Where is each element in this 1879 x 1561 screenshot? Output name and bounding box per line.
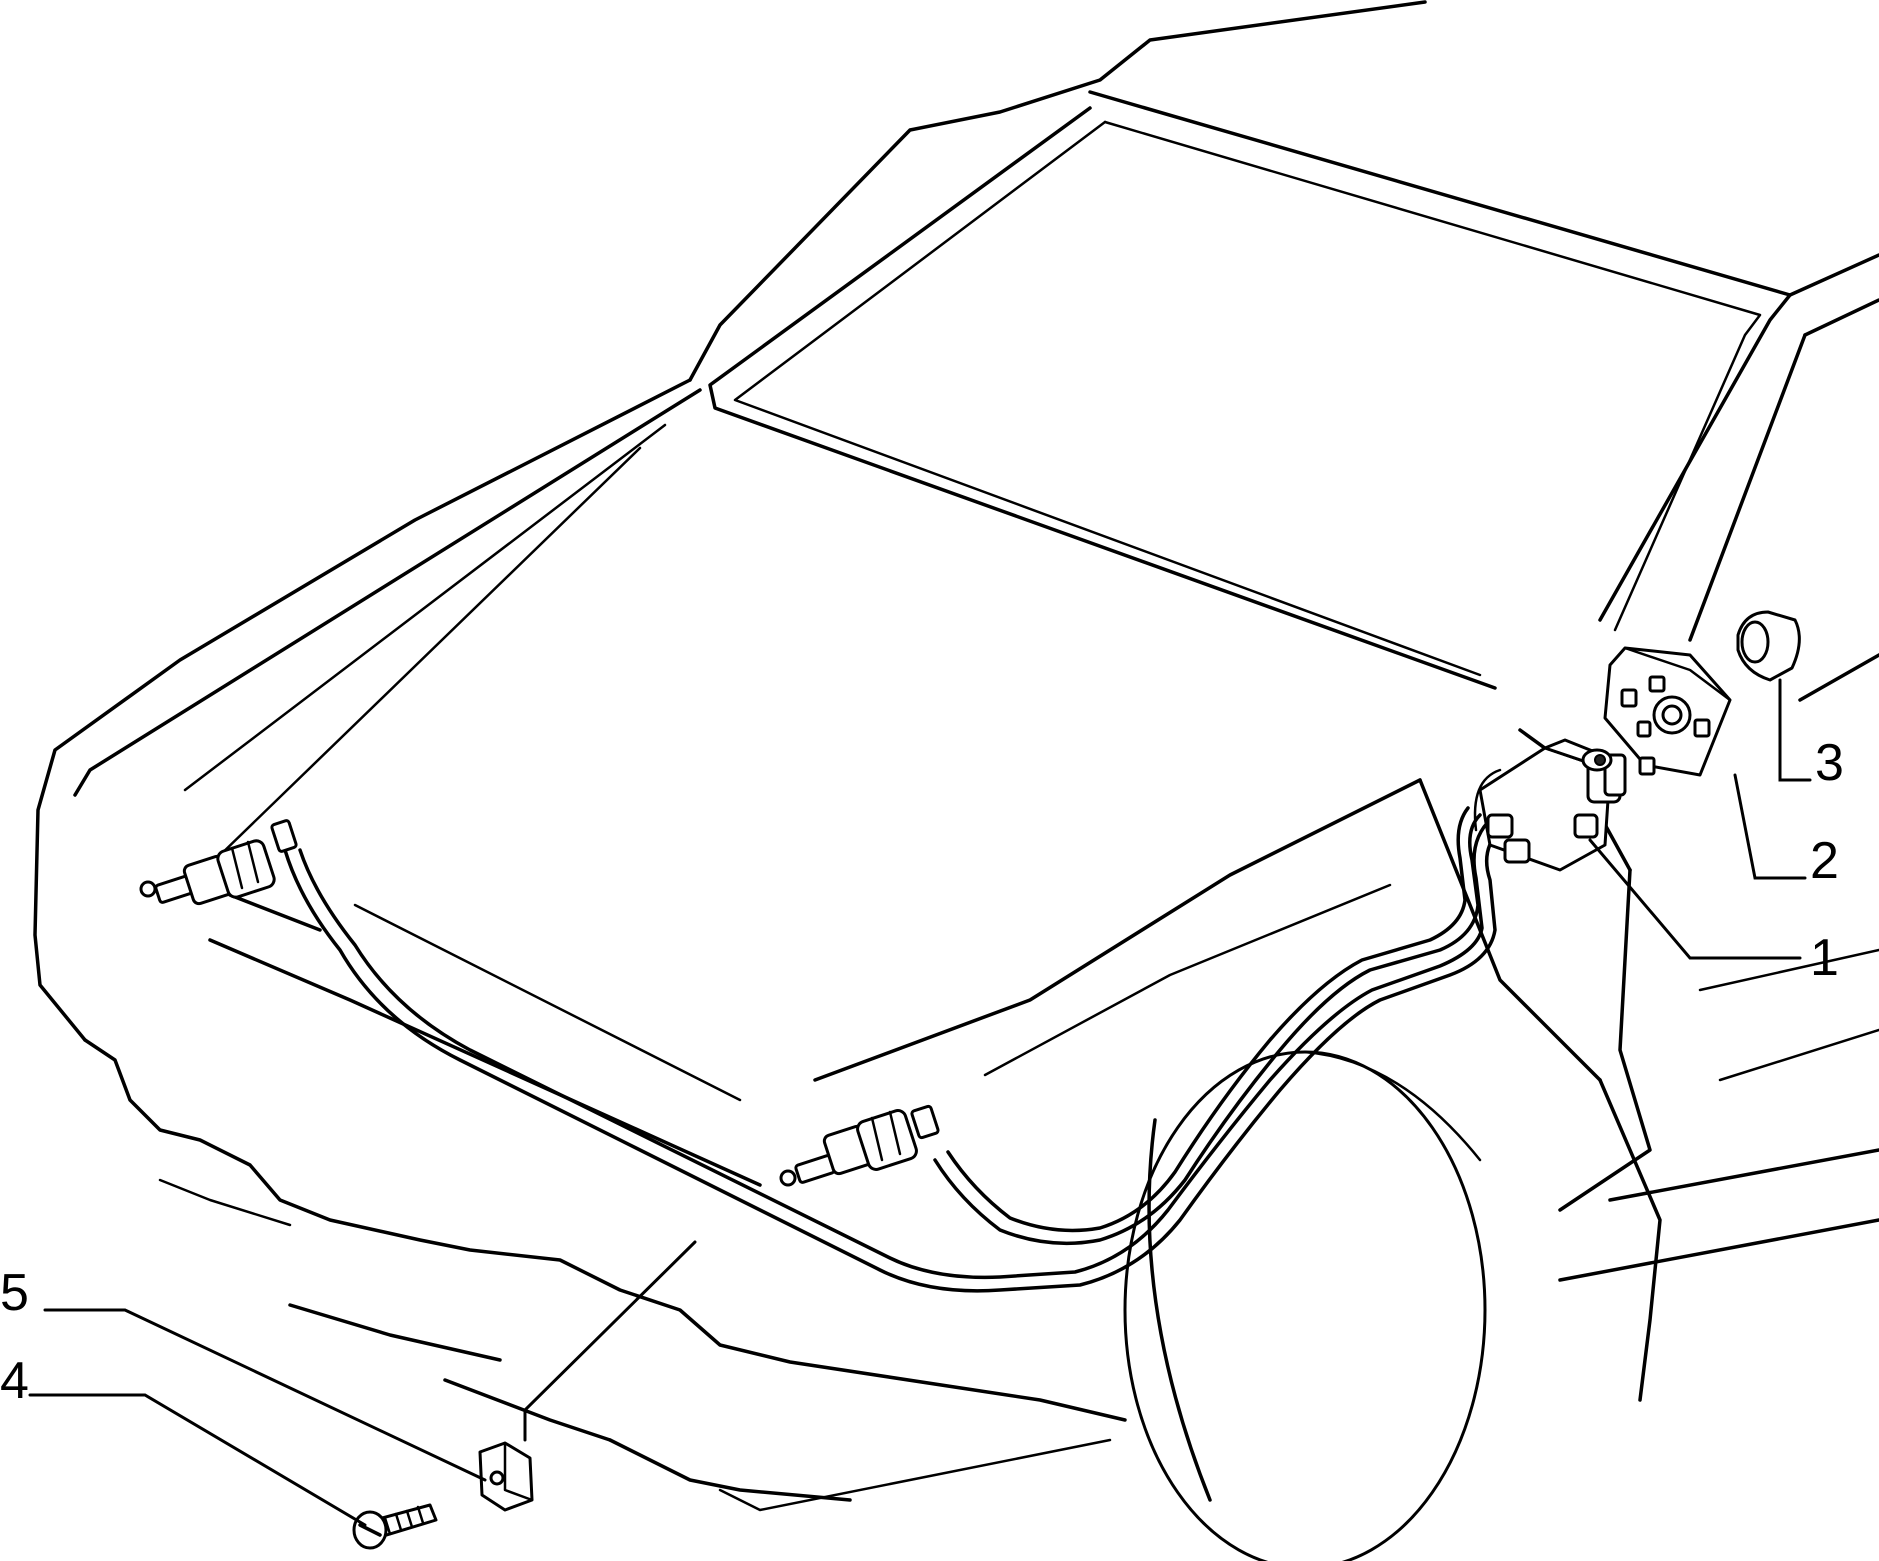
leader-1: [1588, 838, 1802, 960]
leader-2: [1733, 773, 1807, 880]
leader-lines: [28, 678, 1812, 1527]
screw: [352, 1503, 438, 1550]
washer-hose-assembly: [283, 768, 1532, 1293]
callout-labels: 1 2 3 4 5: [0, 734, 1844, 1410]
callout-3: 3: [1815, 734, 1844, 792]
callout-5: 5: [0, 1264, 29, 1322]
callout-1: 1: [1810, 929, 1839, 987]
grommet: [1736, 610, 1801, 682]
front-wheel: [1123, 1050, 1487, 1561]
leader-5: [43, 1308, 487, 1482]
pump-mounting-plate: [1603, 646, 1732, 777]
leader-4: [28, 1393, 367, 1527]
leader-3: [1778, 678, 1812, 782]
callout-4: 4: [0, 1352, 29, 1410]
leader-clip-ref: [523, 1240, 697, 1442]
right-washer-nozzle: [779, 1104, 940, 1187]
left-washer-nozzle: [139, 819, 298, 906]
hose-clip: [478, 1441, 534, 1512]
washer-pump: [1478, 738, 1627, 872]
callout-2: 2: [1810, 832, 1839, 890]
